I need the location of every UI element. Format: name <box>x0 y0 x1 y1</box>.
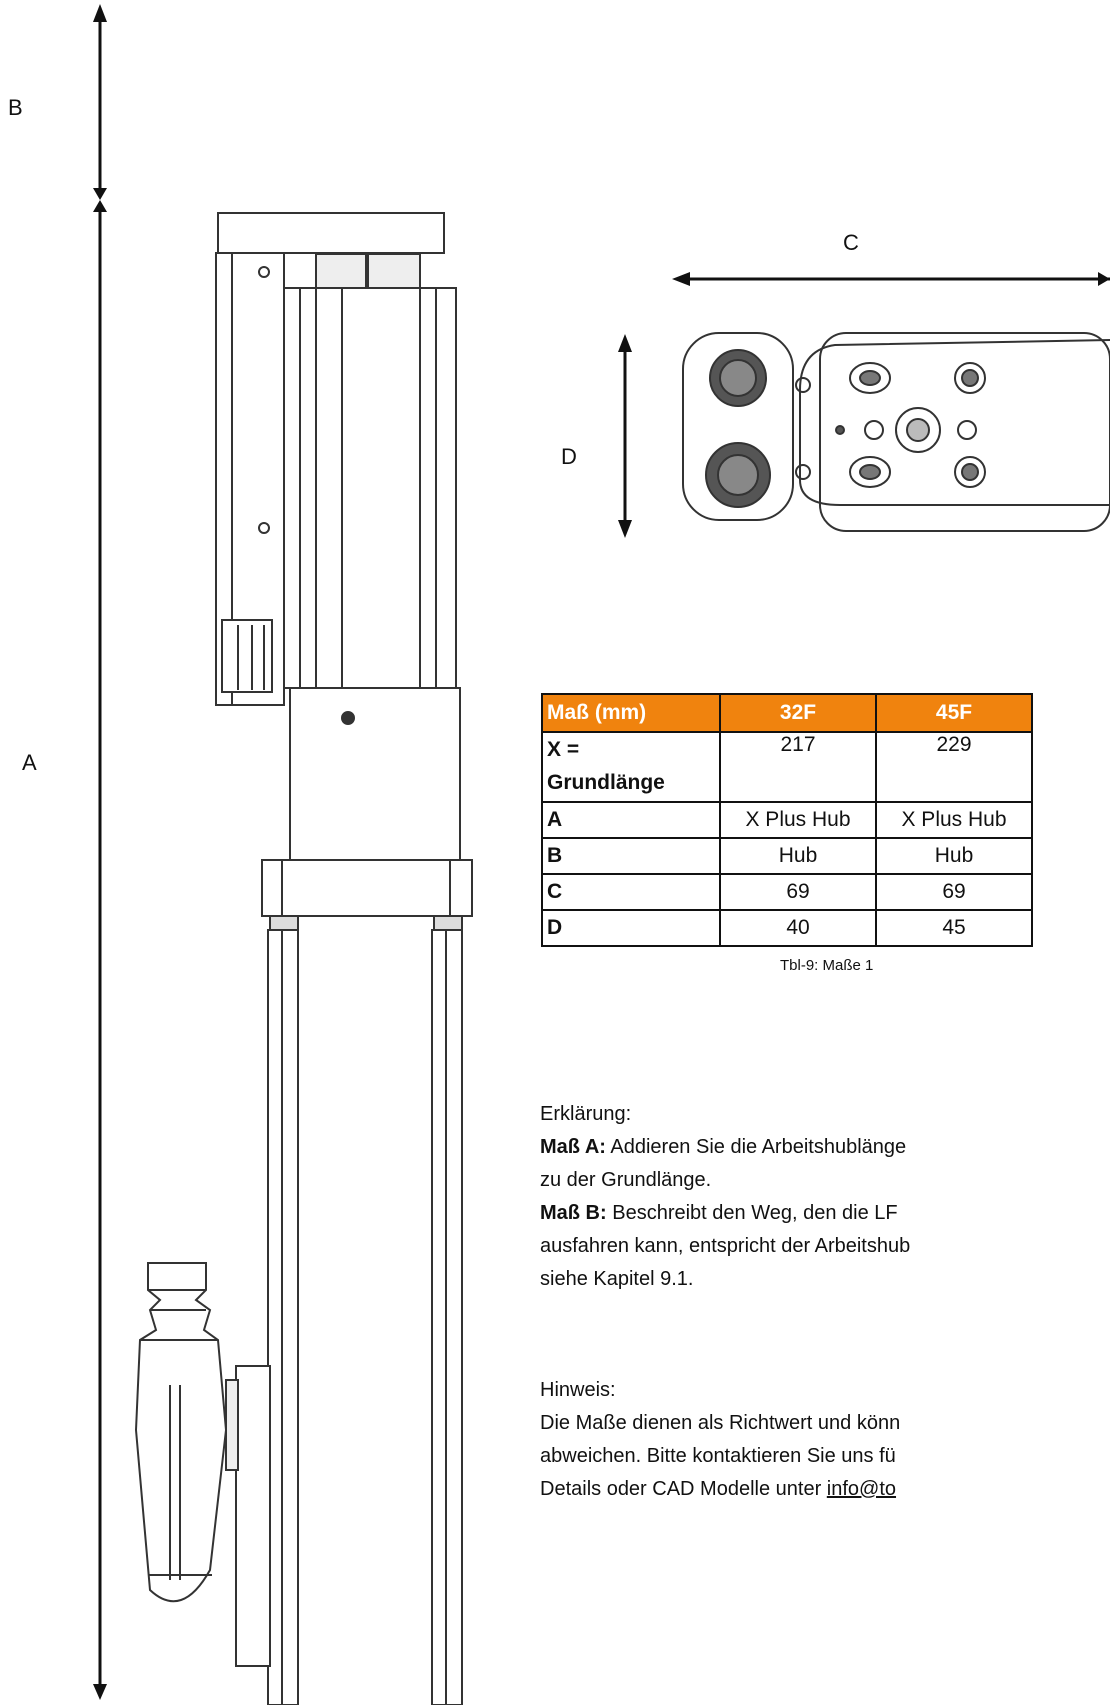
explanation-b-label: Maß B: <box>540 1202 607 1224</box>
explanation-a-label: Maß A: <box>540 1136 606 1158</box>
dimension-arrow-c <box>672 272 1110 286</box>
table-row-label: A <box>541 801 721 839</box>
table-cell: X Plus Hub <box>875 801 1033 839</box>
table-row-label: B <box>541 837 721 875</box>
table-header-dimension: Maß (mm) <box>541 693 721 733</box>
explanation-a-line: Maß A: Addieren Sie die Arbeitshublänge <box>540 1131 910 1164</box>
table-row: D 40 45 <box>541 909 1033 947</box>
explanation-b-line2: ausfahren kann, entspricht der Arbeitshu… <box>540 1235 911 1257</box>
explanation-a-line2: zu der Grundlänge. <box>540 1169 712 1191</box>
explanation-heading: Erklärung: <box>540 1103 632 1125</box>
note-line2: abweichen. Bitte kontaktieren Sie uns fü <box>540 1445 896 1467</box>
dimension-table: Maß (mm) 32F 45F X = Grundlänge 217 229 … <box>541 693 1033 947</box>
table-header-32f: 32F <box>719 693 877 733</box>
note-heading: Hinweis: <box>540 1379 616 1401</box>
table-row-label: D <box>541 909 721 947</box>
table-cell: 69 <box>719 873 877 911</box>
table-cell: Hub <box>875 837 1033 875</box>
dim-label-a: A <box>22 750 37 775</box>
table-row: X = Grundlänge 217 229 <box>541 731 1033 803</box>
explanation-b-text: Beschreibt den Weg, den die LF <box>606 1202 898 1224</box>
actuator-top-view <box>682 332 1110 532</box>
table-cell: 229 <box>875 731 1033 803</box>
explanation-block: Erklärung: Maß A: Addieren Sie die Arbei… <box>540 1098 910 1296</box>
table-header-row: Maß (mm) 32F 45F <box>541 693 1033 733</box>
table-row: C 69 69 <box>541 873 1033 911</box>
row-label-text: X = Grundlänge <box>547 738 665 794</box>
explanation-a-text: Addieren Sie die Arbeitshublänge <box>605 1136 907 1158</box>
actuator-side-view <box>134 212 473 1705</box>
table-caption: Tbl-9: Maße 1 <box>780 957 874 974</box>
table-cell: 45 <box>875 909 1033 947</box>
dimension-arrow-a <box>93 200 107 1700</box>
table-cell: 217 <box>719 731 877 803</box>
email-link[interactable]: info@to <box>826 1478 897 1500</box>
dim-label-d: D <box>561 444 577 469</box>
table-row: B Hub Hub <box>541 837 1033 875</box>
explanation-b-line3: siehe Kapitel 9.1. <box>540 1268 694 1290</box>
table-cell: 69 <box>875 873 1033 911</box>
note-line3: Details oder CAD Modelle unter info@to <box>540 1473 900 1506</box>
dimension-arrow-d <box>618 334 632 538</box>
dim-label-c: C <box>843 230 859 255</box>
table-cell: Hub <box>719 837 877 875</box>
table-cell: X Plus Hub <box>719 801 877 839</box>
note-line3-text: Details oder CAD Modelle unter <box>540 1478 827 1500</box>
note-line1: Die Maße dienen als Richtwert und könn <box>540 1412 901 1434</box>
table-row-label: X = Grundlänge <box>541 731 721 803</box>
note-block: Hinweis: Die Maße dienen als Richtwert u… <box>540 1374 900 1506</box>
explanation-b-line: Maß B: Beschreibt den Weg, den die LF <box>540 1197 910 1230</box>
table-row: A X Plus Hub X Plus Hub <box>541 801 1033 839</box>
table-row-label: C <box>541 873 721 911</box>
table-header-45f: 45F <box>875 693 1033 733</box>
dim-label-b: B <box>8 95 23 120</box>
dimension-arrow-b <box>93 4 107 200</box>
table-cell: 40 <box>719 909 877 947</box>
